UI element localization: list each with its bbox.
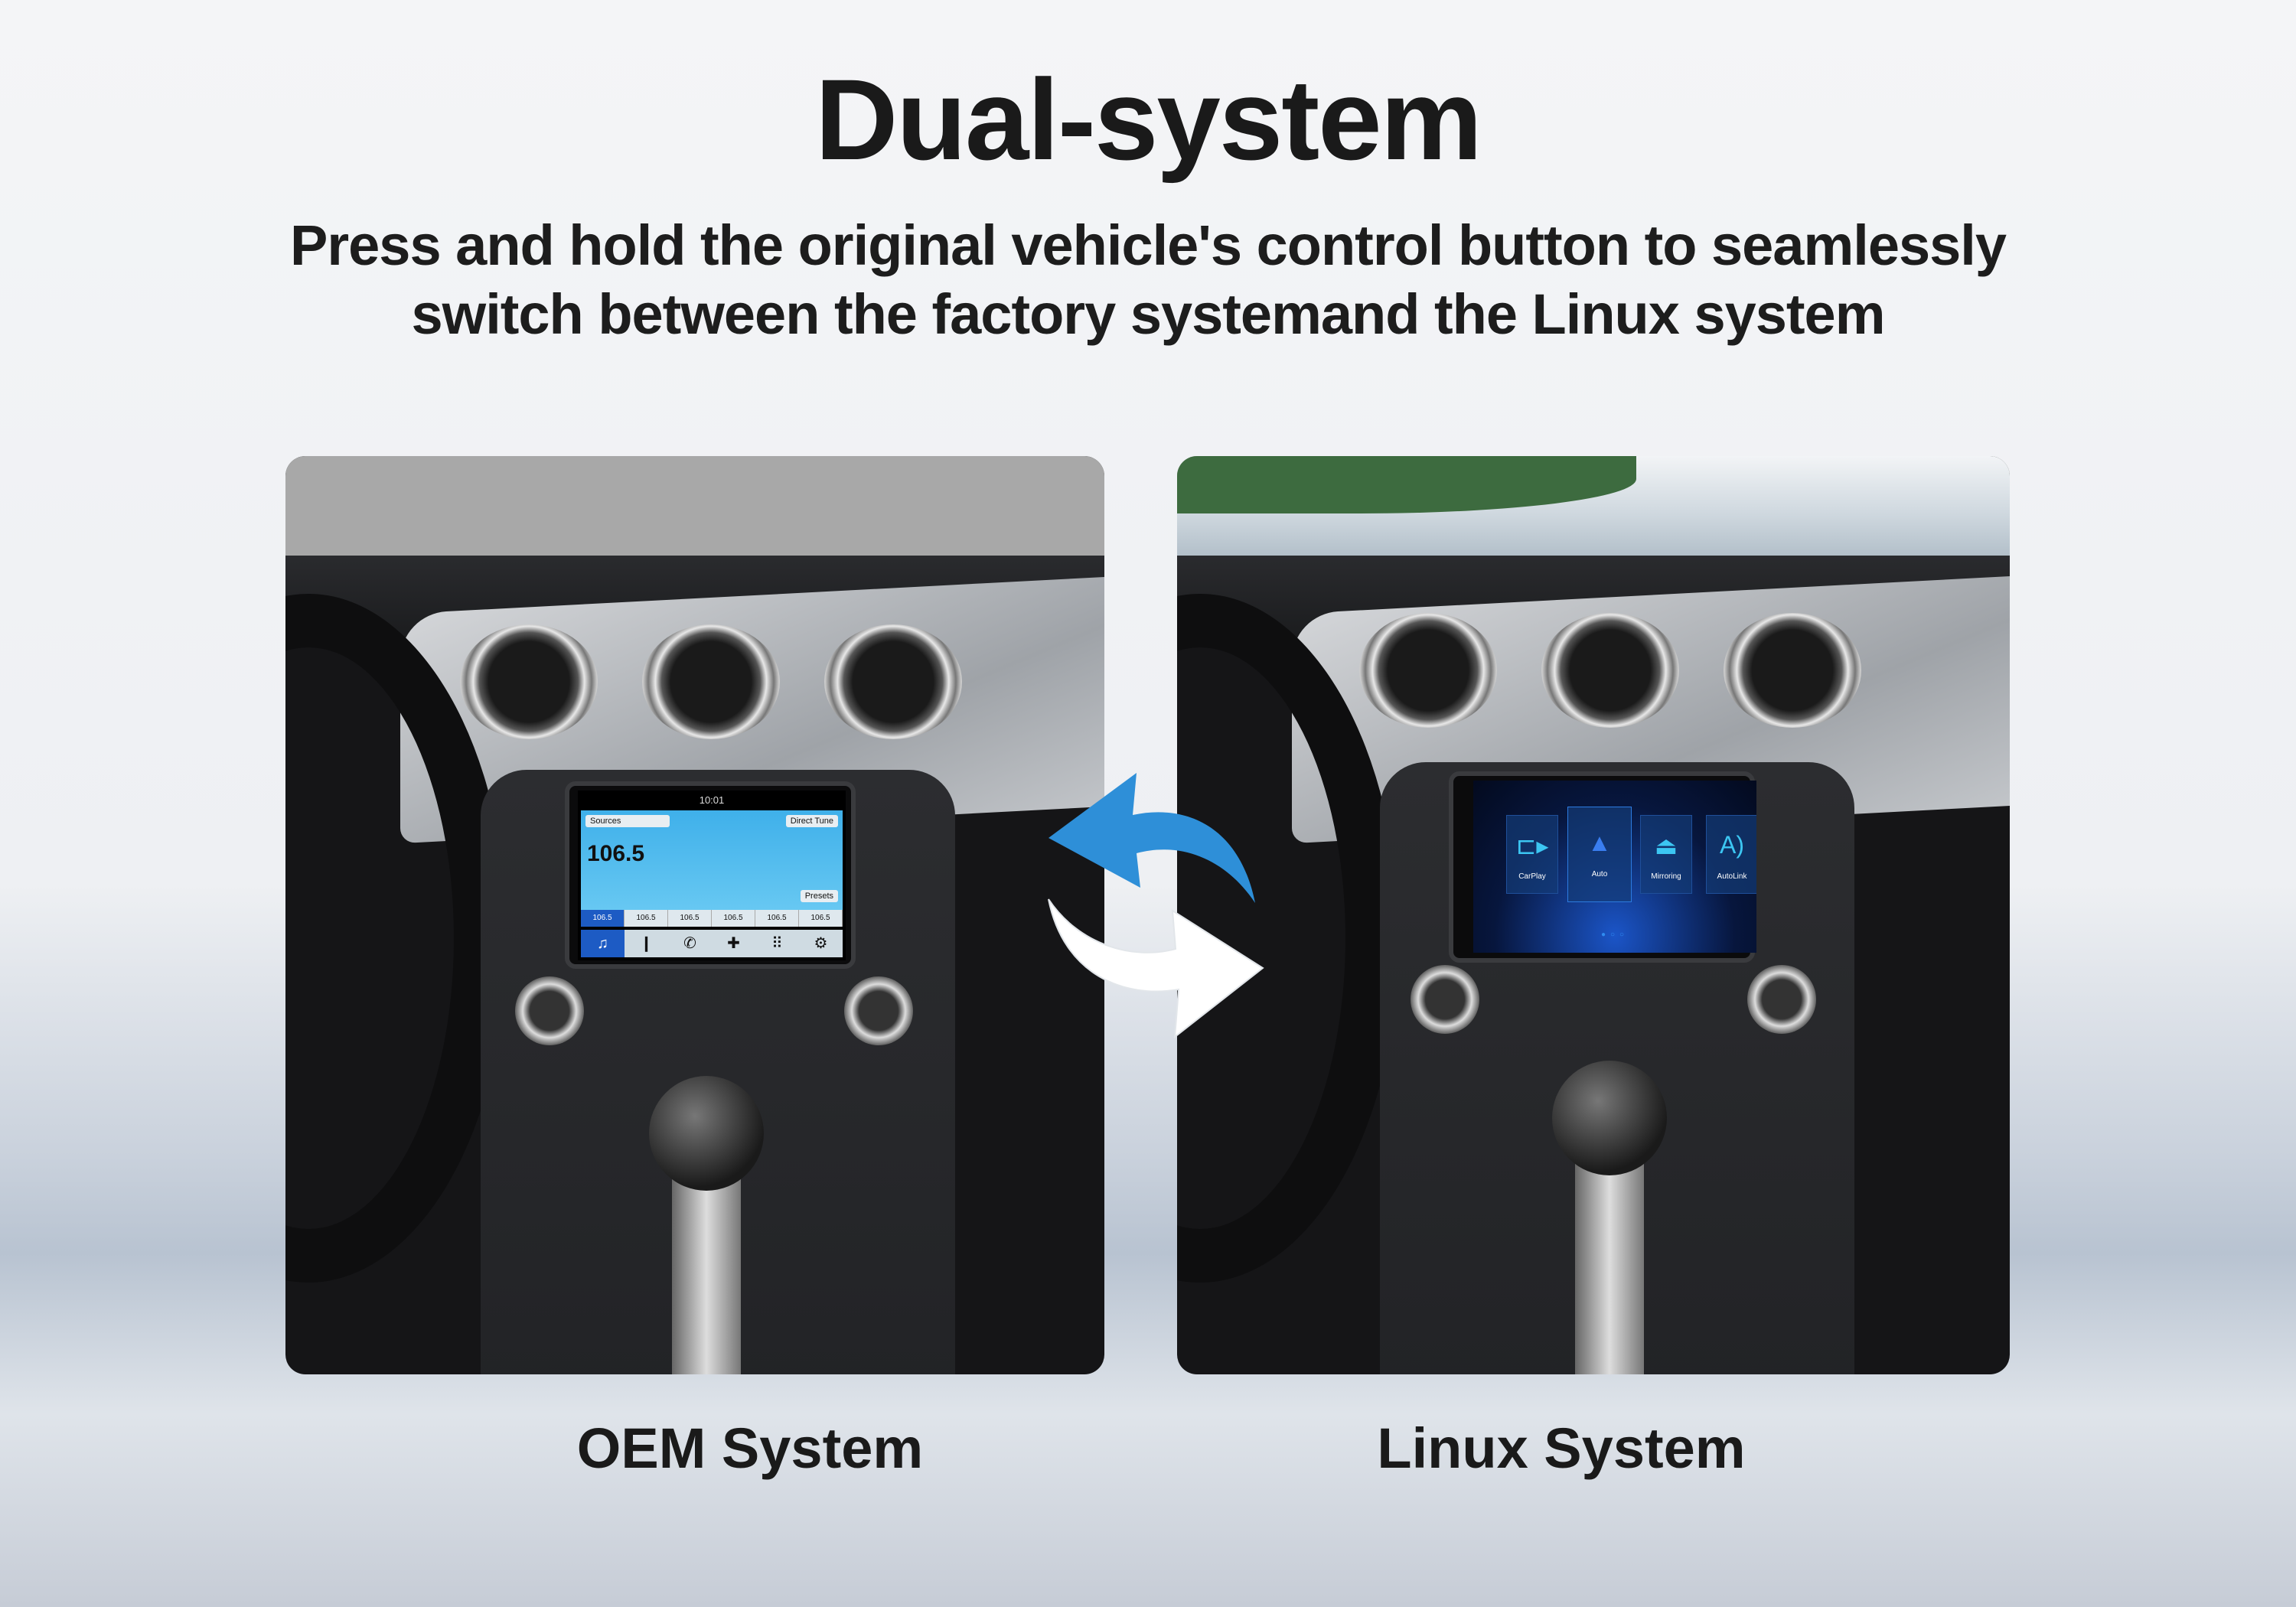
- shift-knob: [649, 1076, 764, 1191]
- page-title: Dual-system: [814, 55, 1482, 184]
- tile-label: Auto: [1591, 870, 1608, 878]
- subtitle-line-1: Press and hold the original vehicle's co…: [289, 214, 2007, 277]
- settings-icon[interactable]: ⚙: [814, 935, 828, 952]
- mirroring-tile[interactable]: ⏏ Mirroring: [1640, 815, 1692, 894]
- preset[interactable]: 106.5: [625, 910, 668, 927]
- tune-knob: [1747, 965, 1816, 1034]
- trees: [1177, 456, 1636, 513]
- oem-system-photo: [285, 456, 1104, 1374]
- apps-icon[interactable]: ⠿: [771, 935, 783, 952]
- preset[interactable]: 106.5: [799, 910, 843, 927]
- oem-nav-bar: ♫ ❙ ✆ ✚ ⠿ ⚙: [581, 930, 843, 957]
- autolink-tile[interactable]: A) AutoLink: [1706, 815, 1756, 894]
- presets-button[interactable]: Presets: [800, 890, 838, 902]
- tile-label: CarPlay: [1518, 872, 1546, 881]
- oem-screen: 10:01 Sources Direct Tune 106.5 Presets …: [578, 790, 846, 960]
- preset[interactable]: 106.5: [668, 910, 712, 927]
- navigation-icon[interactable]: ✚: [727, 935, 740, 952]
- windshield-scenery: [1177, 456, 2010, 571]
- carplay-tile[interactable]: ⊏▸ CarPlay: [1506, 815, 1558, 894]
- auto-tile[interactable]: ▲ Auto: [1567, 807, 1632, 902]
- oem-system-label: OEM System: [576, 1416, 924, 1480]
- air-vent: [1724, 613, 1861, 728]
- autolink-icon: A): [1720, 831, 1744, 859]
- preset[interactable]: 106.5: [712, 910, 755, 927]
- air-vent: [460, 624, 598, 739]
- air-vent: [1541, 613, 1679, 728]
- windshield: [285, 456, 1104, 571]
- air-vent: [1359, 613, 1497, 728]
- music-icon[interactable]: ♫: [581, 930, 625, 957]
- mirroring-icon: ⏏: [1654, 832, 1678, 859]
- tile-label: AutoLink: [1717, 872, 1747, 881]
- climate-icon[interactable]: ❙: [640, 935, 653, 952]
- phone-icon[interactable]: ✆: [683, 935, 696, 952]
- air-vent: [824, 624, 962, 739]
- volume-knob: [515, 976, 584, 1045]
- volume-knob: [1411, 965, 1479, 1034]
- oem-time: 10:01: [699, 794, 725, 806]
- preset-row: 106.5 106.5 106.5 106.5 106.5 106.5: [581, 910, 843, 927]
- linux-system-label: Linux System: [1377, 1416, 1746, 1480]
- frequency-display: 106.5: [587, 841, 645, 866]
- carplay-icon: ⊏▸: [1515, 832, 1549, 859]
- tune-knob: [844, 976, 913, 1045]
- preset[interactable]: 106.5: [755, 910, 799, 927]
- air-vent: [642, 624, 780, 739]
- switch-right-arrow-icon: [1048, 898, 1264, 1039]
- subtitle-line-2: switch between the factory systemand the…: [411, 282, 1885, 346]
- sources-button[interactable]: Sources: [585, 815, 670, 827]
- android-auto-icon: ▲: [1587, 829, 1612, 856]
- tile-label: Mirroring: [1651, 872, 1681, 881]
- direct-tune-button[interactable]: Direct Tune: [785, 815, 838, 827]
- linux-screen: ⊏▸ CarPlay ▲ Auto ⏏ Mirroring A) AutoLink ●○…: [1473, 781, 1756, 953]
- preset[interactable]: 106.5: [581, 910, 625, 927]
- switch-left-arrow-icon: [1049, 773, 1255, 903]
- page-indicator: ●○○: [1600, 931, 1629, 939]
- shift-knob: [1552, 1061, 1667, 1175]
